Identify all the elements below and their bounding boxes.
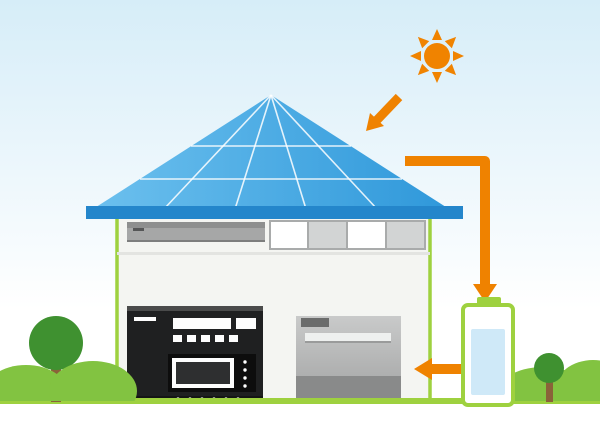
- microwave-window: [176, 362, 230, 384]
- arrow-head: [414, 358, 432, 380]
- tree-crown: [534, 353, 564, 383]
- sun-ray: [444, 63, 457, 76]
- range-button: [173, 335, 182, 342]
- right-bush: [493, 360, 600, 401]
- vent-hood-top: [127, 222, 265, 228]
- range-display: [173, 318, 231, 329]
- panel-grid-line: [270, 94, 378, 210]
- range-vent-slot: [134, 317, 156, 321]
- range-display-small: [236, 318, 256, 329]
- sun-ray: [444, 36, 457, 49]
- left-bush: [0, 361, 137, 401]
- bush-blob: [49, 361, 137, 401]
- sun-icon: [410, 29, 464, 83]
- roof-to-battery-arrow-icon: [405, 156, 497, 302]
- sun-ray: [432, 29, 442, 40]
- microwave-button-dot: [243, 384, 247, 388]
- microwave-button-dot: [243, 368, 247, 372]
- greenery: [0, 316, 600, 402]
- sun-to-roof-arrow-icon: [366, 93, 403, 131]
- dishwasher-kick-plate: [296, 376, 401, 402]
- kitchen-range-unit: [127, 306, 263, 402]
- vent-hood-vent: [133, 228, 144, 231]
- dishwasher-handle: [305, 333, 391, 341]
- arrow-head: [366, 113, 384, 131]
- panel-grid-line: [163, 94, 272, 210]
- arrow-head: [473, 284, 497, 302]
- tree-crown: [29, 316, 83, 370]
- sun-ray: [432, 72, 442, 83]
- solar-panel-roof: [86, 94, 463, 219]
- second-floor-windows: [269, 220, 426, 250]
- ground-line: [0, 398, 600, 404]
- dishwasher-control-panel: [301, 318, 329, 327]
- vent-hood-edge: [127, 240, 265, 242]
- window-pane-shaded: [308, 222, 347, 248]
- roof-face: [93, 95, 449, 209]
- range-button: [229, 335, 238, 342]
- dishwasher-unit: [296, 316, 401, 402]
- range-button: [215, 335, 224, 342]
- range-button: [201, 335, 210, 342]
- floor-divider: [117, 252, 430, 255]
- sun-ray: [417, 36, 430, 49]
- microwave-button-dot: [243, 376, 247, 380]
- battery-to-appliance-arrow-icon: [414, 358, 461, 380]
- arrow-shaft: [405, 156, 490, 286]
- arrow-shaft: [373, 93, 403, 124]
- roof-eave: [86, 206, 463, 219]
- sun-ray: [453, 51, 464, 61]
- tree-trunk: [546, 381, 553, 402]
- sun-ray: [410, 51, 421, 61]
- right-tree: [534, 353, 564, 402]
- bush-blob: [555, 360, 600, 401]
- microwave-button-dot: [243, 360, 247, 364]
- microwave-oven: [168, 354, 256, 392]
- vent-hood: [127, 222, 265, 242]
- battery-window: [471, 329, 505, 395]
- dishwasher-handle-shadow: [305, 341, 391, 343]
- house: [115, 212, 432, 404]
- window-pane-shaded: [386, 222, 424, 248]
- sun-ray: [417, 63, 430, 76]
- panel-grid-line: [270, 94, 307, 210]
- panel-grid-line: [234, 94, 272, 210]
- range-counter-top: [127, 306, 263, 311]
- sun-core: [424, 43, 450, 69]
- storage-battery: [461, 297, 515, 407]
- range-button: [187, 335, 196, 342]
